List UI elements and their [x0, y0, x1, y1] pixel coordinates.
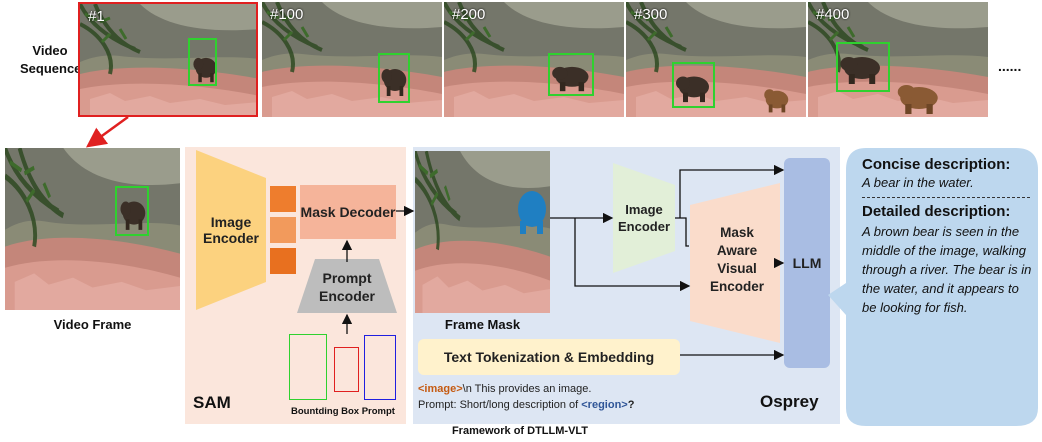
image-token — [270, 186, 296, 212]
prompt-line-1: <image>\n This provides an image. — [418, 381, 718, 397]
frame-mask-label: Frame Mask — [444, 317, 521, 332]
image-token — [270, 248, 296, 274]
mask-aware-encoder-shape — [690, 183, 780, 343]
mask-aware-visual-encoder: Mask Aware Visual Encoder — [709, 225, 764, 294]
bear-mask — [518, 191, 546, 234]
osprey-image-encoder-shape — [613, 163, 675, 273]
sam-title: SAM — [193, 393, 231, 412]
video-frame-300: #300 — [626, 2, 806, 117]
sam-image-encoder: Image Encoder — [202, 214, 259, 246]
more-frames-ellipsis: ...... — [998, 58, 1022, 74]
tracking-box — [672, 62, 715, 108]
bbox-prompt-red — [334, 347, 359, 392]
prompt-line-2-end: ? — [627, 399, 635, 411]
detailed-text: A brown bear is seen in the middle of th… — [862, 224, 1032, 315]
tracking-box — [378, 53, 410, 103]
osprey-title: Osprey — [760, 392, 819, 411]
frame-number: #400 — [816, 6, 850, 23]
video-frame-100: #100 — [262, 2, 442, 117]
divider — [862, 197, 1030, 198]
prompt-encoder-shape — [297, 259, 397, 313]
video-frame-200: #200 — [444, 2, 624, 117]
video-frame-label: Video Frame — [53, 317, 132, 332]
video-sequence-label: Video Sequence — [20, 43, 82, 76]
video-frame-1: #1 — [78, 2, 258, 117]
frame-number: #100 — [270, 6, 304, 23]
tracking-box — [188, 38, 217, 86]
prompt-encoder: Prompt Encoder — [318, 270, 375, 304]
text-tokenization-block: Text Tokenization & Embedding — [418, 339, 680, 375]
sam-image-encoder-shape — [196, 150, 266, 310]
frame-number: #1 — [88, 8, 105, 25]
osprey-image-encoder: Image Encoder — [617, 202, 670, 234]
mask-decoder: Mask Decoder — [300, 185, 396, 239]
figure-caption: Framework of DTLLM-VLT — [451, 425, 589, 437]
tracking-box — [548, 53, 594, 96]
llm-block: LLM — [784, 158, 830, 368]
frame-mask-image — [415, 151, 550, 313]
concise-title: Concise description: — [862, 156, 1011, 173]
detailed-title: Detailed description: — [862, 203, 1011, 220]
output-bubble — [828, 148, 1038, 426]
video-frame-selected — [5, 148, 180, 310]
prompt-line-1-text: \n This provides an image. — [462, 383, 592, 395]
image-tag: <image> — [418, 383, 463, 395]
frame-number: #200 — [452, 6, 486, 23]
concise-text: A bear in the water. — [862, 175, 974, 190]
tracking-box — [115, 186, 149, 236]
frame-number: #300 — [634, 6, 668, 23]
bbox-prompt-green — [289, 334, 327, 400]
tracking-box — [836, 42, 890, 92]
image-token — [270, 217, 296, 243]
video-frame-400: #400 — [808, 2, 988, 117]
output-descriptions: Concise description: A bear in the water… — [862, 156, 1038, 317]
bbox-prompt-blue — [364, 335, 396, 400]
bbox-prompt-label: Bountding Box Prompt — [291, 406, 395, 417]
prompt-line-2-text: Prompt: Short/long description of — [418, 399, 582, 411]
prompt-line-2: Prompt: Short/long description of <regio… — [418, 397, 718, 413]
prompt-text: <image>\n This provides an image. Prompt… — [418, 381, 718, 413]
region-tag: <region> — [581, 399, 628, 411]
